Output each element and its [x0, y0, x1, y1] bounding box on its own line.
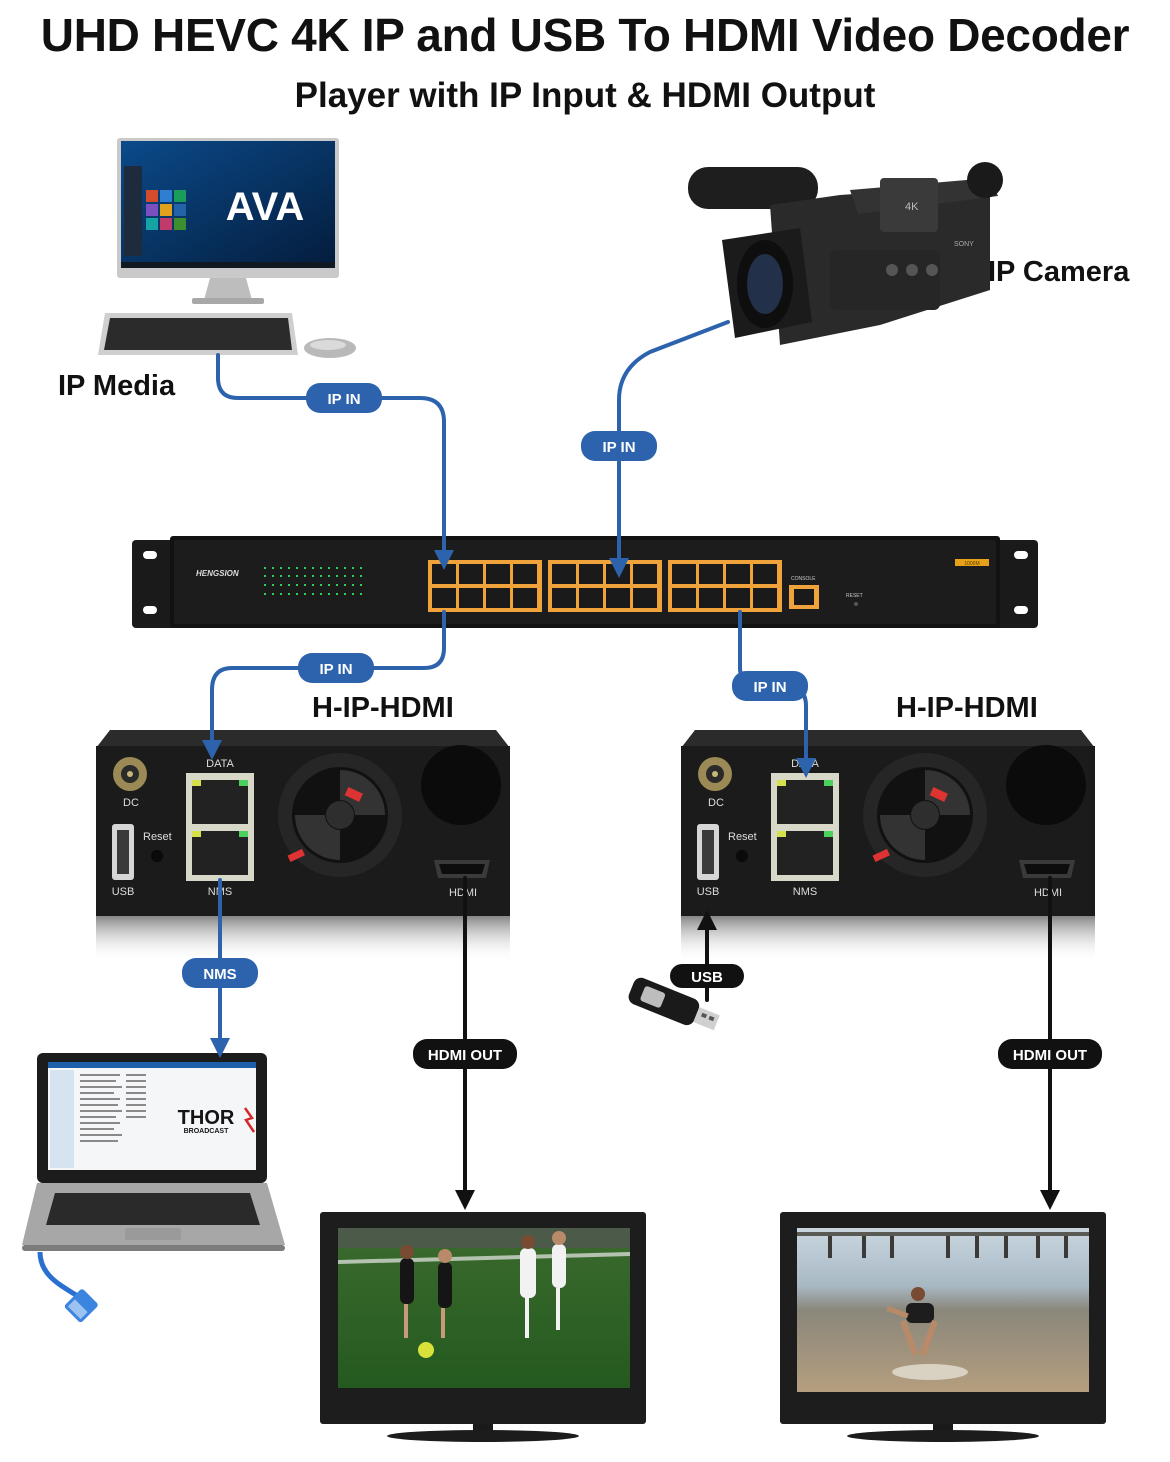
pill-ip-in-media: IP IN: [306, 383, 382, 413]
speaker-grille: [1006, 745, 1086, 825]
decoder-left-reflection: [96, 916, 510, 962]
pill-usb: USB: [670, 964, 744, 988]
switch-console-label: CONSOLE: [791, 576, 816, 582]
reset-button: [736, 850, 748, 862]
tv-left-stand: [387, 1430, 579, 1442]
svg-text:IP IN: IP IN: [753, 679, 786, 696]
thor-logo: THOR: [178, 1107, 235, 1129]
svg-text:HDMI OUT: HDMI OUT: [428, 1047, 502, 1064]
pier-posts: [828, 1236, 1068, 1258]
switch-port-bank-2: [548, 560, 662, 612]
ip-camera: 4K SONY: [688, 162, 1003, 345]
switch-port-bank-1: [428, 560, 542, 612]
switch-speed-badge: [955, 559, 989, 566]
decoder-right-reflection: [681, 916, 1095, 962]
pill-ip-in-camera: IP IN: [581, 431, 657, 461]
rj45-plug-icon: [64, 1289, 98, 1323]
usb-stick-icon: [628, 977, 720, 1031]
switch-reset-label: RESET: [846, 593, 863, 599]
cooling-fan-icon: [278, 753, 402, 877]
ip-media-label: IP Media: [58, 370, 176, 402]
decoder-right-label: H-IP-HDMI: [896, 692, 1038, 724]
tv-left: [320, 1212, 646, 1442]
ava-logo: AVA: [226, 185, 305, 229]
tv-right: [780, 1212, 1106, 1442]
reset-label: Reset: [728, 831, 757, 843]
laptop-keyboard: [46, 1193, 260, 1225]
data-label: DATA: [206, 758, 234, 770]
switch-brand: HENGSION: [196, 569, 239, 578]
nms-label: NMS: [793, 886, 817, 898]
svg-text:NMS: NMS: [203, 966, 236, 983]
svg-text:IP IN: IP IN: [319, 661, 352, 678]
switch-port-bank-3: [668, 560, 782, 612]
camera-brand: SONY: [954, 241, 974, 248]
start-menu-tiles: [124, 166, 186, 256]
camera-lcd: [880, 178, 938, 232]
pill-ip-in-left: IP IN: [298, 653, 374, 683]
decoder-left: DC USB Reset DATA NMS HDMI: [96, 730, 510, 962]
dc-label: DC: [123, 797, 139, 809]
ethernet-cable: [37, 1251, 78, 1298]
data-port-icon: [192, 780, 248, 824]
lightning-icon: [243, 1107, 256, 1133]
skimboarder: [886, 1287, 968, 1380]
camera-eyecup: [967, 162, 1003, 198]
line-ip-camera-to-switch: [609, 320, 730, 578]
data-port-icon: [777, 780, 833, 824]
cooling-fan-icon: [863, 753, 987, 877]
svg-text:1000M: 1000M: [964, 561, 979, 567]
dc-label: DC: [708, 797, 724, 809]
speaker-grille: [421, 745, 501, 825]
camera-4k-badge: 4K: [905, 201, 919, 213]
svg-text:IP IN: IP IN: [327, 391, 360, 408]
laptop: THOR BROADCAST: [22, 1053, 285, 1323]
reset-button: [151, 850, 163, 862]
svg-text:USB: USB: [691, 969, 723, 986]
soccer-ball: [418, 1342, 434, 1358]
decoder-right: DC USB Reset DATA NMS HDMI: [681, 730, 1095, 962]
soccer-players: [400, 1231, 566, 1338]
pill-hdmi-out-left: HDMI OUT: [413, 1039, 517, 1069]
tv-right-stand: [847, 1430, 1039, 1442]
rack-ear-right: [994, 540, 1038, 628]
switch-reset-button: [854, 602, 858, 606]
switch-led-grid: [264, 567, 362, 595]
pill-hdmi-out-right: HDMI OUT: [998, 1039, 1102, 1069]
rack-ear-left: [132, 540, 176, 628]
pill-nms: NMS: [182, 958, 258, 988]
pill-ip-in-right: IP IN: [732, 671, 808, 701]
reset-label: Reset: [143, 831, 172, 843]
desktop-computer: AVA: [98, 138, 356, 358]
tv-left-screen: [338, 1228, 630, 1388]
ip-camera-label: IP Camera: [988, 256, 1130, 288]
nms-port-icon: [777, 831, 833, 875]
desktop-screen: [121, 141, 335, 265]
nms-port-icon: [192, 831, 248, 875]
usb-label: USB: [697, 886, 720, 898]
page-title: UHD HEVC 4K IP and USB To HDMI Video Dec…: [40, 9, 1130, 61]
decoder-left-label: H-IP-HDMI: [312, 692, 454, 724]
svg-text:IP IN: IP IN: [602, 439, 635, 456]
svg-text:HDMI OUT: HDMI OUT: [1013, 1047, 1087, 1064]
usb-label: USB: [112, 886, 135, 898]
desktop-stand: [204, 278, 252, 300]
laptop-touchpad: [125, 1228, 181, 1240]
page-subtitle: Player with IP Input & HDMI Output: [294, 76, 876, 115]
network-switch: HENGSION CONSOLE RESET 1000M: [132, 536, 1038, 628]
thor-logo-sub: BROADCAST: [184, 1128, 229, 1135]
keyboard: [98, 313, 298, 355]
camera-microphone: [688, 167, 818, 209]
